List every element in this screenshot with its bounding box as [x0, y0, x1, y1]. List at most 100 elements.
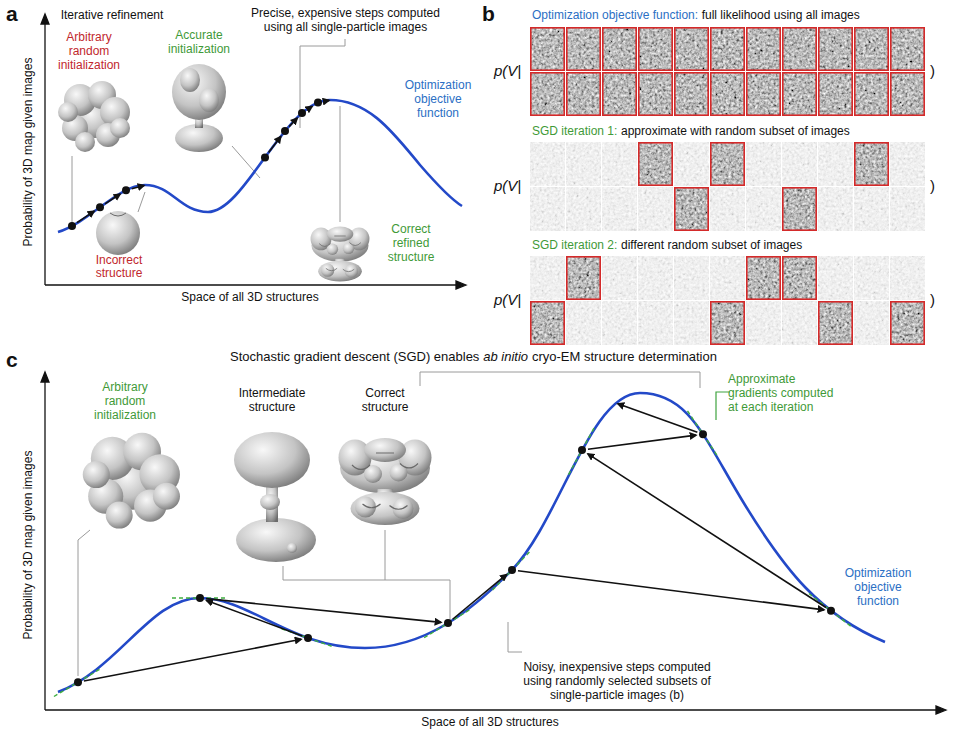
step-arrow	[269, 137, 281, 153]
leader-line	[232, 146, 260, 178]
selected-image-border	[783, 73, 816, 115]
selected-image-border	[711, 143, 744, 185]
particle-image	[674, 187, 709, 231]
panel-letter: a	[6, 2, 18, 26]
particle-image	[638, 142, 673, 186]
structure-label: Correct structure	[355, 386, 415, 414]
structure-label: Arbitrary random initialization	[52, 30, 126, 72]
particle-image	[530, 301, 565, 345]
selected-image-border	[819, 73, 852, 115]
leader-line	[72, 156, 73, 224]
callout-note: Approximate gradients computed at each i…	[728, 372, 840, 414]
selected-image-border	[711, 302, 744, 344]
axes	[41, 14, 946, 714]
step-point	[304, 634, 312, 642]
correct-structure	[339, 438, 432, 525]
particle-image	[530, 27, 565, 71]
selected-image-border	[639, 73, 672, 115]
text-line: Optimization objective function:full lik…	[532, 8, 860, 23]
gradient-tangent	[492, 550, 531, 590]
selected-image-border	[603, 73, 636, 115]
selected-image-border	[711, 28, 744, 70]
particle-images	[530, 27, 925, 345]
particle-image	[638, 256, 673, 300]
step-arrow	[307, 106, 312, 109]
leader-line	[78, 530, 90, 676]
particle-image	[818, 27, 853, 71]
selected-image-border	[531, 73, 564, 115]
particle-image	[854, 256, 889, 300]
objective-curve	[58, 100, 462, 232]
axis-arrow	[456, 281, 466, 289]
x-axis	[45, 709, 938, 710]
structure-label: Correct refined structure	[380, 222, 442, 264]
text-line: SGD iteration 1:approximate with random …	[532, 124, 850, 139]
panel-heading: Iterative refinement	[52, 8, 172, 22]
density-blob	[236, 518, 316, 562]
step-arrow	[206, 599, 441, 623]
particle-image	[818, 187, 853, 231]
density-blob	[175, 124, 223, 152]
likelihood-symbol: p(V|	[494, 177, 521, 195]
selected-image-border	[819, 28, 852, 70]
particle-image	[566, 256, 601, 300]
particle-image	[782, 27, 817, 71]
selected-image-border	[567, 257, 600, 299]
particle-image	[890, 187, 925, 231]
step-point	[261, 153, 269, 161]
step-note: Noisy, inexpensive steps computed using …	[512, 660, 722, 702]
step-point	[96, 203, 104, 211]
axis-label: Space of all 3D structures	[390, 715, 590, 729]
particle-image	[818, 72, 853, 116]
step-arrow	[289, 118, 297, 127]
selected-image-border	[639, 143, 672, 185]
gradient-tangent	[569, 426, 596, 475]
step-arrow	[588, 435, 696, 449]
accurate-structure	[172, 64, 226, 152]
particle-image	[890, 256, 925, 300]
step-point	[699, 430, 707, 438]
optimization-steps	[68, 99, 835, 687]
curve-label: Optimization objective function	[842, 566, 914, 608]
text-line: Stochastic gradient descent (SGD) enable…	[0, 349, 950, 365]
incorrect-structure	[96, 211, 140, 255]
particle-image	[566, 187, 601, 231]
particle-image	[782, 72, 817, 116]
selected-image-border	[891, 302, 924, 344]
selected-image-border	[567, 28, 600, 70]
selected-image-border	[855, 73, 888, 115]
text-line: SGD iteration 2: different random subset …	[532, 238, 802, 253]
particle-image	[746, 187, 781, 231]
gradient-tangents	[54, 411, 853, 697]
step-point	[281, 127, 289, 135]
callout-bracket	[716, 392, 730, 420]
step-point	[74, 678, 82, 686]
axis-label: Space of all 3D structures	[150, 290, 350, 304]
leader-line	[283, 566, 450, 620]
particle-image	[638, 72, 673, 116]
selected-image-border	[675, 28, 708, 70]
step-arrow	[84, 639, 301, 681]
leader-line	[385, 530, 386, 580]
selected-image-border	[783, 188, 816, 230]
likelihood-symbol: )	[930, 62, 935, 80]
selected-image-border	[639, 28, 672, 70]
particle-image	[602, 72, 637, 116]
particle-image	[854, 187, 889, 231]
particle-image	[782, 187, 817, 231]
subset-note: different random subset of images	[621, 238, 802, 253]
iteration-label: SGD iteration 2:	[532, 238, 617, 252]
panel-heading: cryo-EM structure determination	[532, 349, 717, 365]
particle-image	[674, 27, 709, 71]
density-blob	[234, 432, 310, 488]
step-point	[508, 566, 516, 574]
axis-arrow	[936, 706, 946, 714]
particle-image	[890, 27, 925, 71]
selected-image-border	[783, 257, 816, 299]
particle-image	[782, 301, 817, 345]
selected-image-border	[711, 73, 744, 115]
particle-image	[710, 27, 745, 71]
particle-image	[710, 187, 745, 231]
particle-image	[638, 187, 673, 231]
